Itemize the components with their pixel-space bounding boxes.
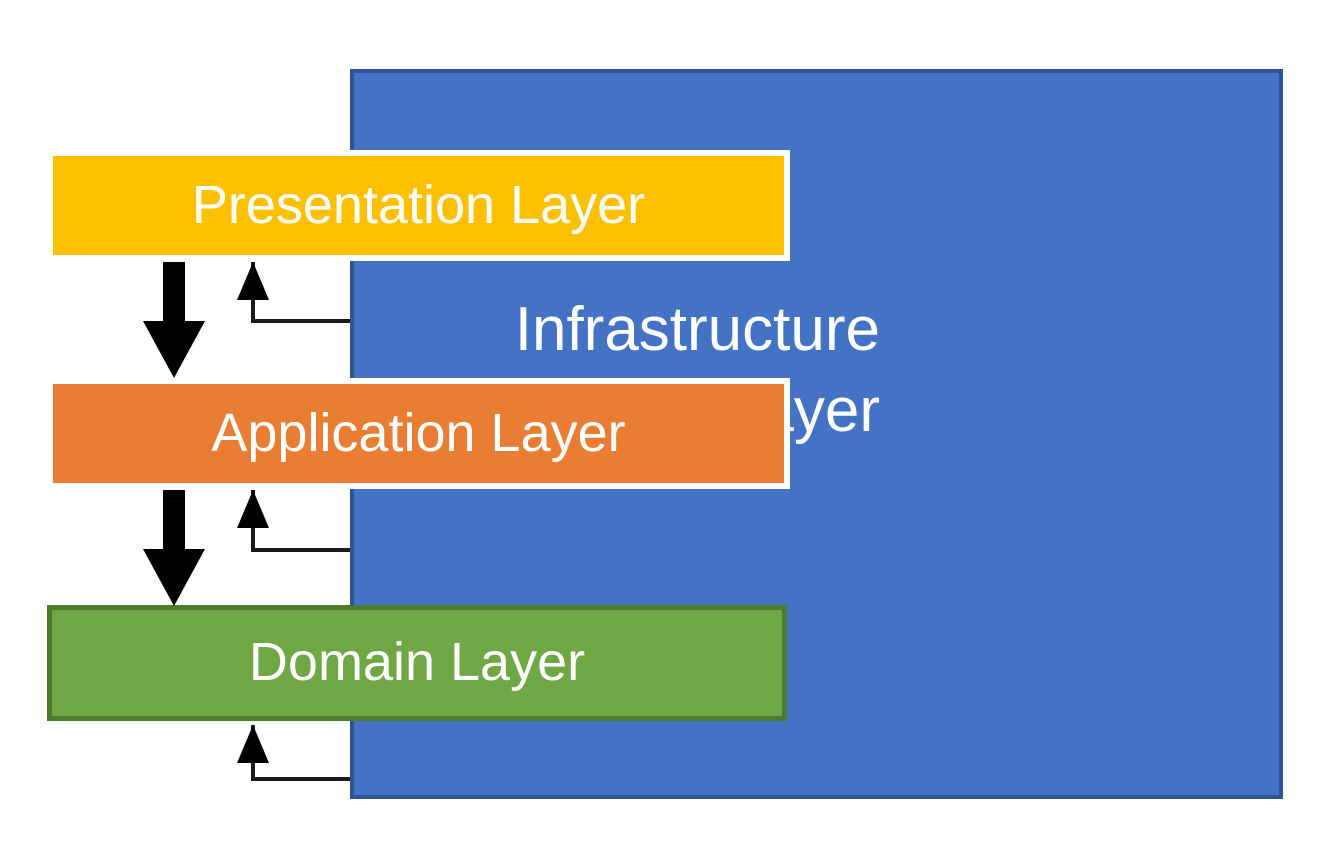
arrow-presentation-to-application-icon xyxy=(143,262,205,378)
presentation-layer-label: Presentation Layer xyxy=(191,174,646,235)
arrow-shaft xyxy=(163,490,185,552)
application-layer-label: Application Layer xyxy=(211,402,626,463)
arrow-head xyxy=(237,490,269,528)
presentation-layer-box[interactable]: Presentation Layer xyxy=(47,150,790,261)
arrow-horizontal-segment xyxy=(251,319,350,323)
domain-layer-box[interactable]: Domain Layer xyxy=(47,605,787,721)
arrow-infrastructure-to-domain-icon xyxy=(237,725,350,781)
arrow-horizontal-segment xyxy=(251,777,350,781)
arrow-head xyxy=(143,549,205,606)
domain-layer-label: Domain Layer xyxy=(248,632,586,693)
arrow-infrastructure-to-application-icon xyxy=(237,490,350,552)
arrow-head xyxy=(237,725,269,763)
application-layer-box[interactable]: Application Layer xyxy=(47,378,790,489)
arrow-head xyxy=(237,262,269,300)
arrow-application-to-domain-icon xyxy=(143,490,205,606)
arrow-horizontal-segment xyxy=(251,548,350,552)
arrow-head xyxy=(143,321,205,378)
arrow-shaft xyxy=(163,262,185,324)
arrow-infrastructure-to-presentation-icon xyxy=(237,262,350,323)
infrastructure-layer-label: Infrastructure Layer xyxy=(514,295,880,445)
